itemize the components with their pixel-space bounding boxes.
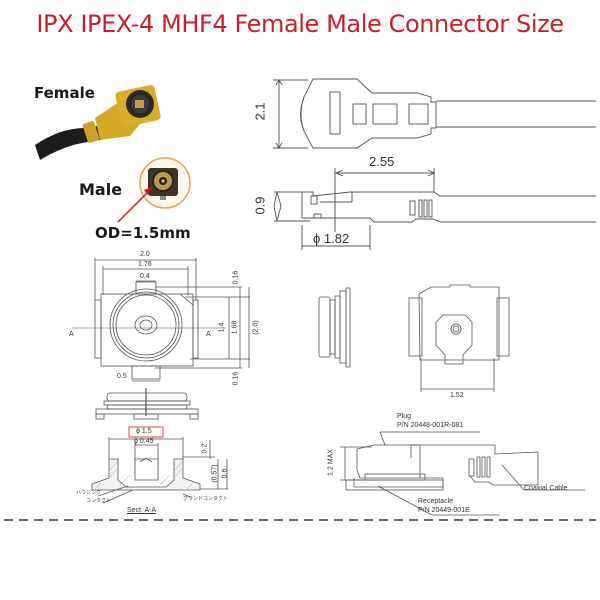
dim-bottom-width: 1.52 bbox=[450, 392, 464, 399]
female-label: Female bbox=[34, 84, 95, 102]
coaxial-cable-label: Coaxial Cable bbox=[524, 485, 568, 492]
section-marker-left: A bbox=[69, 331, 74, 338]
receptacle-bottom-view bbox=[408, 284, 510, 392]
plug-part-number: P/N 20448-001R-081 bbox=[397, 422, 464, 429]
receptacle-top-view bbox=[72, 258, 250, 420]
dim-bottom-tab: 0.5 bbox=[117, 373, 127, 380]
receptacle-label: Receptacle bbox=[418, 498, 454, 505]
dim-side-diameter: ϕ 1.82 bbox=[313, 231, 350, 246]
section-marker-right: A bbox=[206, 331, 211, 338]
plug-side-view bbox=[273, 168, 596, 250]
section-caption: Sect. A-A bbox=[127, 507, 157, 514]
dim-outer-diameter: ϕ 1.5 bbox=[136, 428, 152, 435]
dim-outer-height: (2.0) bbox=[252, 320, 260, 335]
receptacle-part-number: P/N 20449-001E bbox=[418, 507, 470, 514]
section-aa-view bbox=[91, 426, 228, 504]
page-title: IPX IPEX-4 MHF4 Female Male Connector Si… bbox=[36, 10, 564, 38]
dim-bottom-margin: 0.16 bbox=[232, 371, 240, 386]
dim-side-height: 0.9 bbox=[252, 196, 268, 215]
label-ground-contact: グランドコンタクト bbox=[183, 496, 229, 502]
dim-width-inner: 1.76 bbox=[138, 261, 152, 268]
dim-inner-height: 1.4 bbox=[218, 322, 226, 333]
dim-top-gap: 0.2 bbox=[201, 443, 209, 454]
receptacle-side-view bbox=[318, 287, 351, 368]
plug-top-view bbox=[273, 78, 596, 149]
section-hatching bbox=[94, 461, 194, 490]
female-connector-photo bbox=[35, 84, 161, 160]
dim-top-margin: 0.16 bbox=[232, 270, 240, 285]
dim-tab-width: 0.4 bbox=[140, 273, 150, 280]
label-housing: ハウジング bbox=[76, 490, 102, 496]
dim-section-inner-height: (0.57) bbox=[211, 464, 219, 483]
dim-section-total-height: 0.6 bbox=[221, 468, 229, 479]
pointer-arrow bbox=[117, 189, 151, 223]
dim-top-height: 2.1 bbox=[252, 102, 268, 121]
male-connector-photo bbox=[139, 157, 191, 209]
dim-width-outer: 2.0 bbox=[140, 251, 150, 258]
plug-label: Plug bbox=[397, 413, 412, 420]
label-contact: コンタクト bbox=[86, 498, 112, 504]
dim-mid-height: 1.68 bbox=[231, 320, 239, 335]
dim-assembly-height: 1.2 MAX bbox=[327, 449, 335, 476]
od-label: OD=1.5mm bbox=[95, 224, 191, 242]
dim-side-length: 2.55 bbox=[369, 154, 395, 169]
male-label: Male bbox=[79, 180, 123, 199]
mated-assembly-view bbox=[340, 431, 585, 516]
dim-inner-diameter: ϕ 0.45 bbox=[134, 438, 154, 445]
